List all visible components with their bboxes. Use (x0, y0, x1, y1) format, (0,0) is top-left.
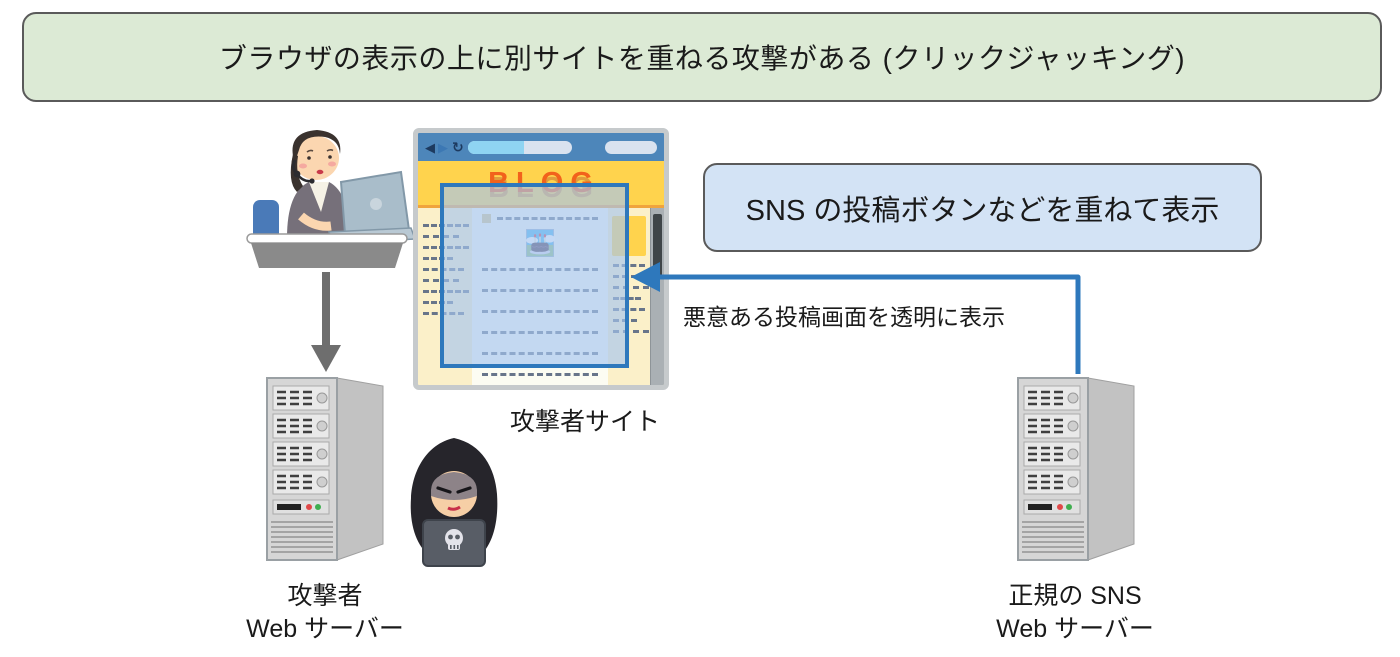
sns-server-label: 正規の SNS Web サーバー (996, 582, 1154, 643)
address-bar (467, 140, 572, 154)
overlay-note-text: 悪意ある投稿画面を透明に表示 (683, 304, 1005, 330)
hacker-laptop (422, 519, 486, 567)
face (293, 136, 339, 180)
laptop-screen (339, 170, 411, 236)
clickjack-overlay-frame (440, 183, 629, 368)
suit-body (287, 182, 351, 238)
hacker-face (431, 471, 477, 517)
mouth (316, 169, 324, 175)
desk-front (251, 243, 403, 268)
refresh-icon: ↻ (452, 138, 464, 155)
sns-callout-box: SNS の投稿ボタンなどを重ねて表示 (703, 163, 1262, 252)
hair (291, 130, 341, 172)
arm (298, 212, 332, 231)
laptop-base (327, 227, 413, 244)
green-led (1066, 504, 1072, 510)
browser-titlebar: ◀ ▶ ↻ (418, 133, 664, 161)
forward-icon: ▶ (438, 139, 448, 155)
gray-arrow (311, 272, 341, 372)
smirk (447, 505, 461, 511)
headset-icon (291, 159, 299, 176)
skull-icon (445, 529, 463, 550)
attacker-site-label: 攻撃者サイト (509, 408, 660, 436)
chair (253, 200, 279, 242)
sns-callout-text: SNS の投稿ボタンなどを重ねて表示 (745, 194, 1220, 227)
sns-server-illustration (1017, 377, 1135, 561)
hood (410, 438, 498, 558)
red-led (1057, 504, 1063, 510)
desk-top (246, 233, 408, 244)
headline-text: ブラウザの表示の上に別サイトを重ねる攻撃がある (クリックジャッキング) (218, 43, 1186, 74)
red-led (306, 504, 312, 510)
mask (431, 472, 477, 500)
server-panel (272, 499, 330, 515)
attacker-server-illustration (266, 377, 384, 561)
scrollbar (650, 208, 664, 385)
user-at-laptop-illustration (246, 130, 413, 268)
attacker-server-label: 攻撃者 Web サーバー (246, 582, 404, 643)
server-panel (1023, 499, 1081, 515)
scrollbar-thumb (653, 214, 662, 278)
back-icon: ◀ (425, 139, 435, 155)
green-led (315, 504, 321, 510)
headline-banner: ブラウザの表示の上に別サイトを重ねる攻撃がある (クリックジャッキング) (22, 12, 1382, 102)
hacker-illustration (410, 438, 498, 567)
search-bar (605, 140, 657, 154)
